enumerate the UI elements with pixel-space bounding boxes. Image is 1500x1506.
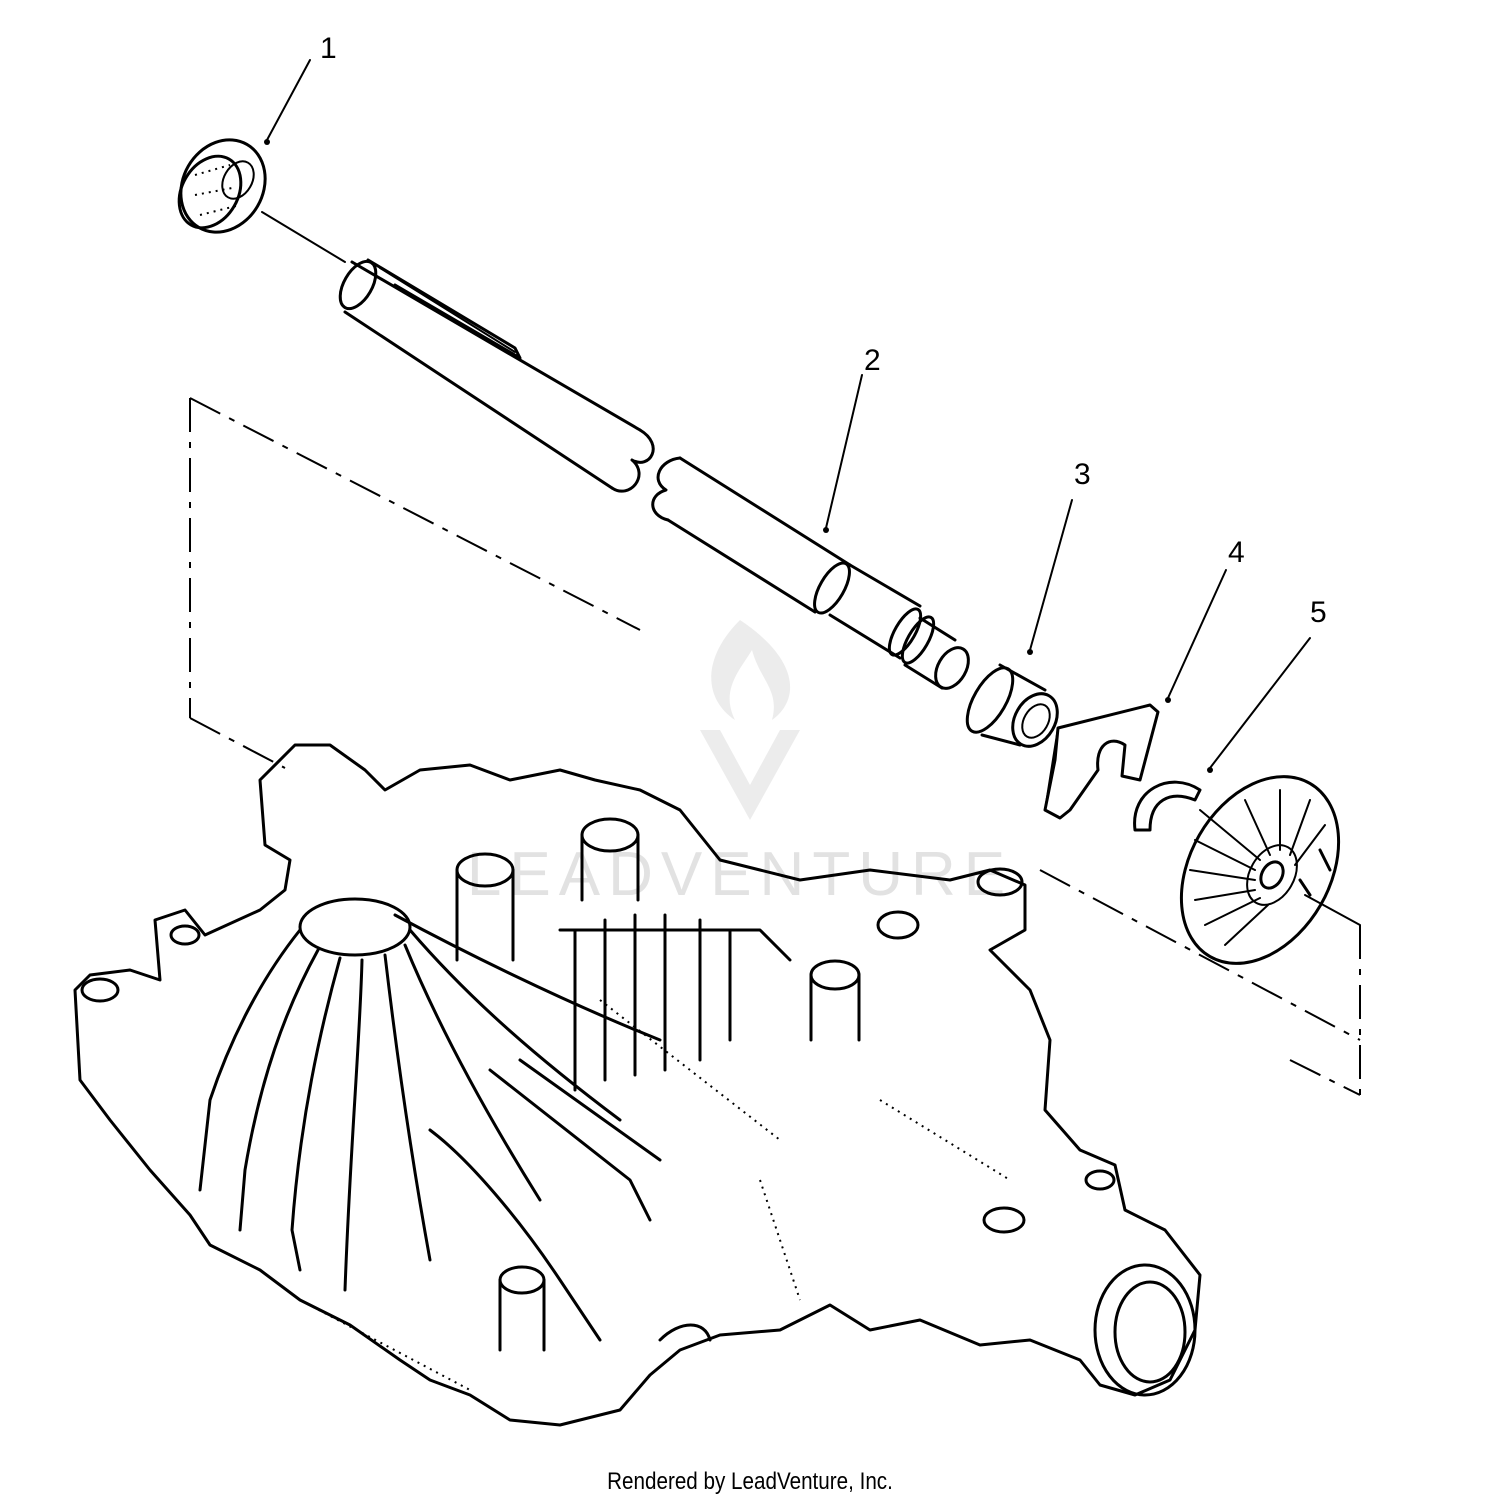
transaxle-housing <box>73 743 1202 1427</box>
bushing-part <box>965 663 1059 748</box>
bevel-gear-part <box>1179 775 1361 965</box>
watermark-text: LEADVENTURE <box>467 840 1013 909</box>
retaining-ring-part <box>1133 780 1202 832</box>
callout-2-label: 2 <box>864 344 881 377</box>
callout-5-label: 5 <box>1310 596 1327 629</box>
shift-fork-part <box>1043 703 1160 820</box>
seal-part <box>177 138 346 263</box>
watermark-logo <box>700 620 800 820</box>
footer-credit: Rendered by LeadVenture, Inc. <box>607 1468 893 1495</box>
reference-frame <box>189 397 1361 1096</box>
axle-shaft-part <box>338 258 970 690</box>
callout-1-label: 1 <box>320 32 337 65</box>
callout-leaders <box>264 59 1311 773</box>
callout-4-label: 4 <box>1228 536 1245 569</box>
callout-3-label: 3 <box>1074 458 1091 491</box>
